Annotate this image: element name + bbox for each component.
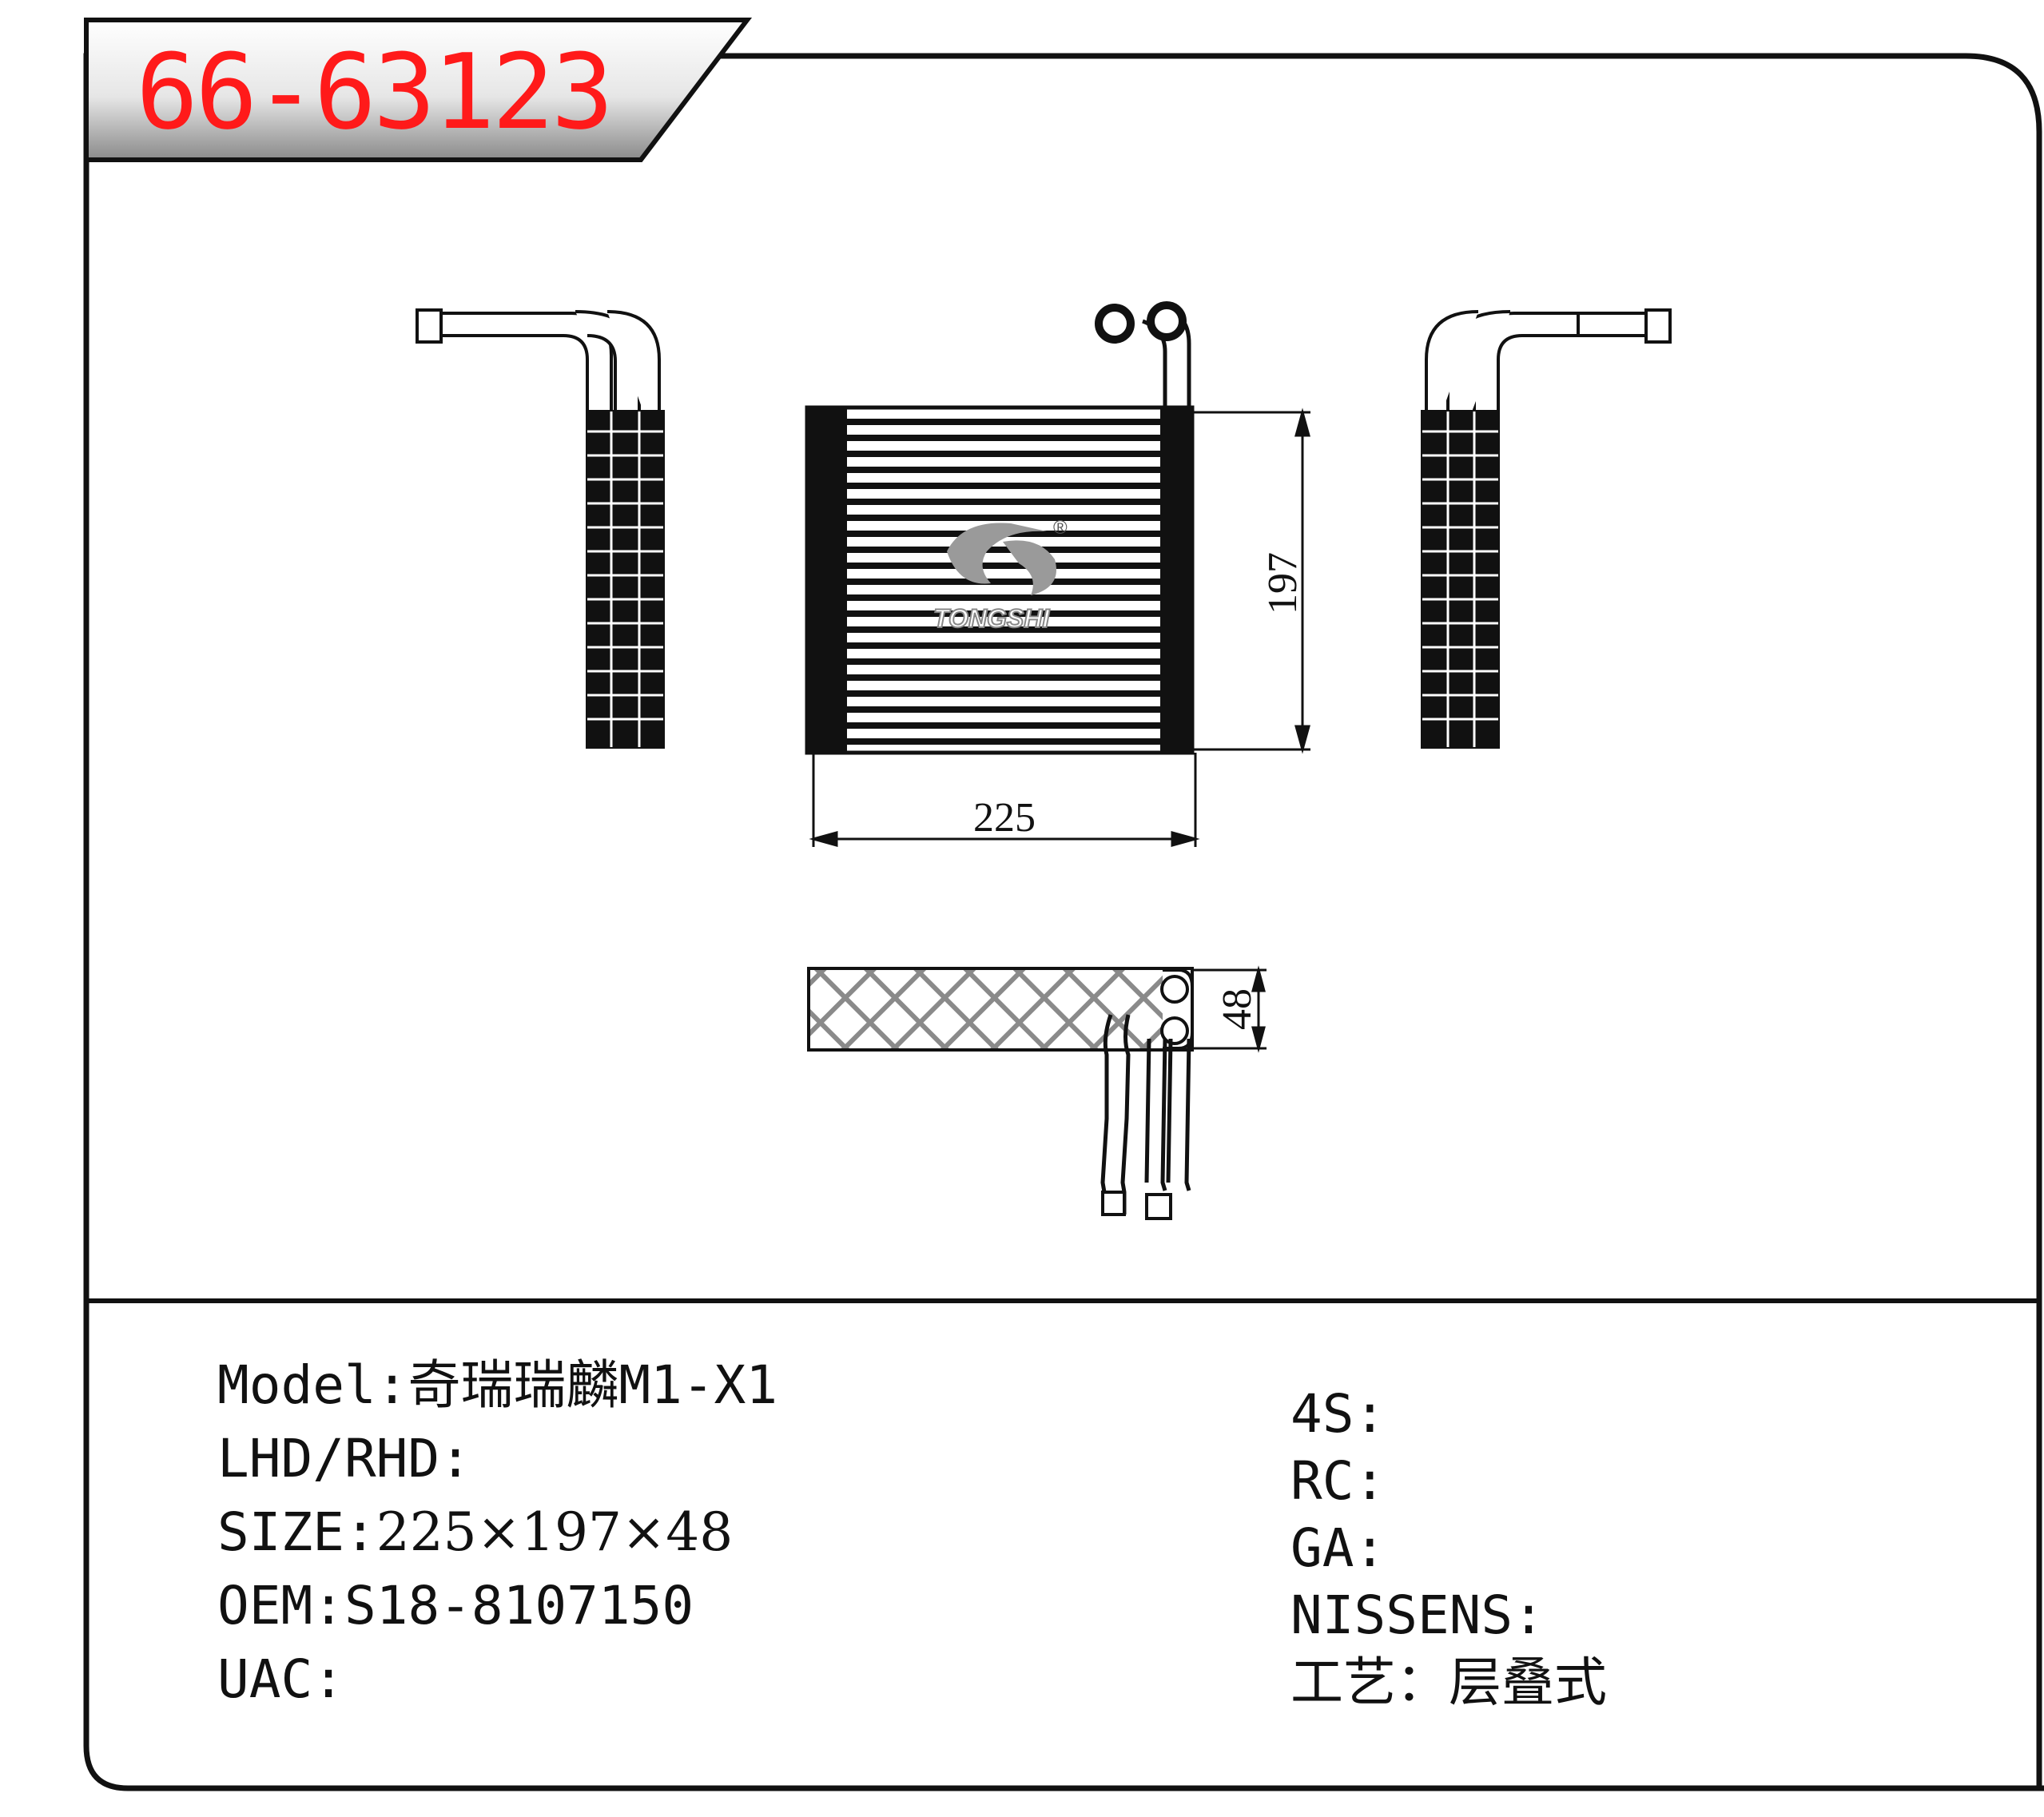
specs-left: Model:奇瑞瑞麟M1-X1 LHD/RHD: SIZE:225×197×48…: [217, 1349, 777, 1716]
spec-ga: GA:: [1290, 1517, 1386, 1579]
top-view: [807, 967, 1194, 1220]
spec-oem: OEM:S18-8107150: [217, 1575, 694, 1636]
specs-right: 4S: RC: GA: NISSENS: 工艺：层叠式: [1290, 1381, 1607, 1716]
part-number: 66-63123: [136, 31, 614, 153]
spec-process-value: 层叠式: [1449, 1652, 1607, 1713]
spec-lhd-rhd: LHD/RHD:: [217, 1428, 471, 1489]
dim-height-label: 197: [1260, 552, 1306, 614]
spec-4s: 4S:: [1290, 1383, 1386, 1445]
spec-size-value: 225×197×48: [376, 1501, 734, 1563]
logo-text: TONGSHI: [933, 604, 1050, 633]
dimension-depth: [1192, 965, 1267, 1053]
dimension-width: [809, 753, 1200, 847]
side-view-right: [1421, 308, 1672, 749]
side-view-left: [416, 308, 665, 749]
spec-oem-value: S18-8107150: [344, 1575, 694, 1636]
spec-process: 工艺：层叠式: [1290, 1652, 1607, 1713]
frame-border: [83, 53, 2044, 1791]
title-tab: [84, 18, 753, 162]
spec-model: Model:奇瑞瑞麟M1-X1: [217, 1354, 778, 1416]
dimension-height: [1192, 408, 1310, 754]
spec-uac: UAC:: [217, 1648, 344, 1710]
dim-depth-label: 48: [1215, 988, 1260, 1030]
spec-rc: RC:: [1290, 1450, 1386, 1512]
tongshi-logo: ® TONGSHI: [933, 517, 1068, 634]
spec-size: SIZE:225×197×48: [217, 1501, 734, 1563]
spec-nissens: NISSENS:: [1290, 1584, 1545, 1646]
logo-mark: ®: [1053, 517, 1068, 539]
spec-model-value: 奇瑞瑞麟M1-X1: [408, 1354, 778, 1416]
dim-width-label: 225: [973, 795, 1036, 841]
front-view: [805, 301, 1195, 755]
